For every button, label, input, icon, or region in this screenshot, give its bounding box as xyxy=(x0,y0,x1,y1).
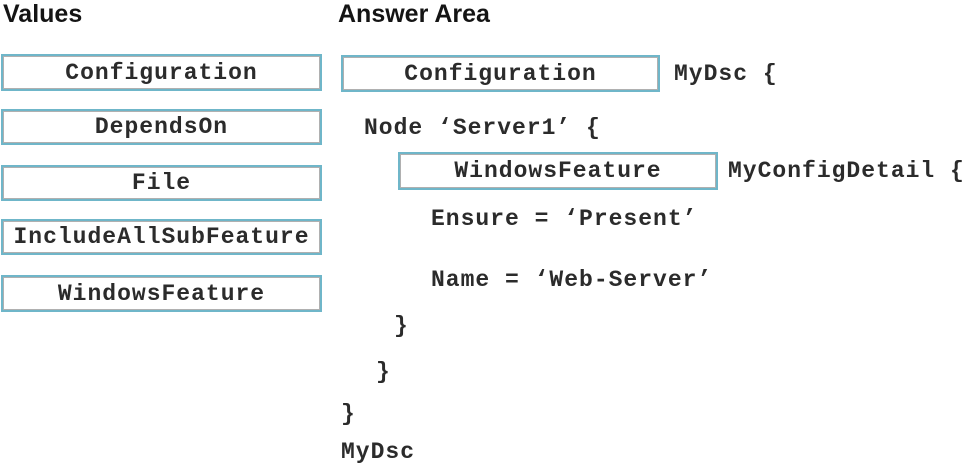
answer-slot-configuration[interactable]: Configuration xyxy=(341,55,660,92)
value-box-includeallsubfeature[interactable]: IncludeAllSubFeature xyxy=(1,219,322,255)
code-mydsc-invocation: MyDsc xyxy=(341,438,416,465)
code-close-brace-config: } xyxy=(341,400,356,427)
code-mydsc-open: MyDsc { xyxy=(674,60,778,87)
code-node-server1: Node ‘Server1’ { xyxy=(364,114,601,141)
values-panel-title: Values xyxy=(3,0,83,28)
code-close-brace-node: } xyxy=(376,358,391,385)
value-box-windowsfeature[interactable]: WindowsFeature xyxy=(1,275,322,312)
code-ensure-present: Ensure = ‘Present’ xyxy=(431,205,698,232)
value-box-file[interactable]: File xyxy=(1,165,322,201)
answer-slot-windowsfeature[interactable]: WindowsFeature xyxy=(398,152,718,190)
code-close-brace-inner: } xyxy=(394,312,409,339)
value-box-configuration[interactable]: Configuration xyxy=(1,54,322,91)
answer-area-title: Answer Area xyxy=(338,0,490,28)
value-box-dependson[interactable]: DependsOn xyxy=(1,109,322,145)
code-myconfigdetail-open: MyConfigDetail { xyxy=(728,158,965,184)
code-name-webserver: Name = ‘Web-Server’ xyxy=(431,266,713,293)
